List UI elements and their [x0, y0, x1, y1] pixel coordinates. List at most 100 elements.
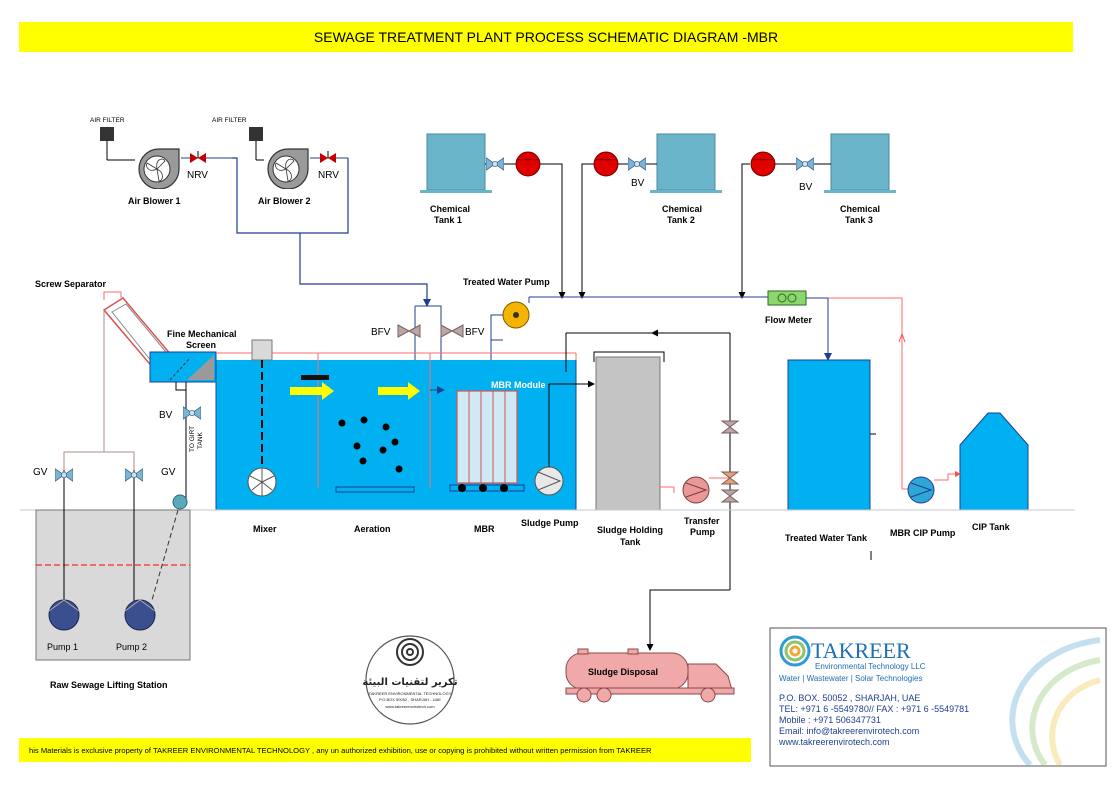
- company-tagline: Water | Wastewater | Solar Technologies: [779, 674, 922, 683]
- sludge-disposal-label: Sludge Disposal: [588, 667, 658, 677]
- company-card: [769, 627, 1107, 767]
- cip-tank: [959, 412, 1029, 511]
- chemical-tank-2-label-b: Tank 2: [667, 215, 695, 225]
- fine-screen-label-b: Screen: [186, 340, 216, 350]
- footer-disclaimer: his Materials is exclusive property of T…: [29, 746, 652, 755]
- nrv-2-label: NRV: [318, 170, 339, 181]
- stage-treated-water-tank-label: Treated Water Tank: [785, 533, 868, 543]
- company-address: P.O. BOX. 50052 , SHARJAH, UAE: [779, 693, 920, 703]
- company-mobile: Mobile : +971 506347731: [779, 715, 881, 725]
- chemical-tank-3-label-a: Chemical: [840, 204, 880, 214]
- company-email[interactable]: Email: info@takreerenvirotech.com: [779, 726, 919, 736]
- company-website[interactable]: www.takreerenvirotech.com: [778, 737, 890, 747]
- stage-cip-tank-label: CIP Tank: [972, 522, 1011, 532]
- company-card-swoosh: [1009, 637, 1101, 767]
- mbr-module-icon: [456, 390, 518, 484]
- aeration-bubbles: [338, 416, 403, 473]
- treated-water-tank: [787, 359, 871, 511]
- pump-1-icon: [48, 599, 80, 631]
- level-sensor-icon: [172, 494, 188, 510]
- chemical-3-valve-icon: [796, 157, 814, 171]
- chemical-tank-2: [656, 133, 716, 191]
- chemical-tank-1: [426, 133, 486, 191]
- gv-left-label: GV: [33, 467, 48, 478]
- mixer-motor-icon: [251, 339, 273, 361]
- air-filter-2-label: AIR FILTER: [212, 117, 247, 124]
- air-filter-2: [249, 127, 263, 141]
- flow-arrow-2-icon: [378, 382, 420, 400]
- stage-mbr-cip-pump-label: MBR CIP Pump: [890, 528, 956, 538]
- mbr-cip-pump-icon: [907, 476, 935, 504]
- air-blower-2-icon: [267, 148, 309, 189]
- bfv-right-label: BFV: [465, 327, 485, 338]
- chemical-tank-1-label-b: Tank 1: [434, 215, 462, 225]
- chemical-tank-3: [830, 133, 890, 191]
- air-filter-1: [100, 127, 114, 141]
- bfv-left-icon: [397, 324, 421, 338]
- screw-separator-label: Screw Separator: [35, 279, 107, 289]
- treated-water-pump-label: Treated Water Pump: [463, 277, 550, 287]
- bfv-left-label: BFV: [371, 327, 391, 338]
- dosing-pump-1-icon: [515, 151, 541, 177]
- stage-transfer-label-a: Transfer: [684, 516, 720, 526]
- fine-screen-label-a: Fine Mechanical: [167, 329, 237, 339]
- air-blower-1-icon: [138, 148, 180, 189]
- to-girt-tank-label-a: TO GIRT: [189, 426, 196, 452]
- stamp-arabic: تكرير لتقنيات البيئة: [362, 677, 457, 688]
- transfer-valve-3-icon: [720, 489, 740, 503]
- stamp-line-1: TAKREER ENVIRONMENTAL TECHNOLOGY: [369, 691, 452, 696]
- page-title: SEWAGE TREATMENT PLANT PROCESS SCHEMATIC…: [314, 29, 778, 45]
- stage-sludge-holding-label-a: Sludge Holding: [597, 525, 663, 535]
- to-girt-tank-label-b: TANK: [197, 431, 204, 449]
- company-subtitle: Environmental Technology LLC: [815, 662, 926, 671]
- air-blower-2-label: Air Blower 2: [258, 196, 311, 206]
- nrv-1-label: NRV: [187, 170, 208, 181]
- transfer-pump-icon: [682, 476, 710, 504]
- chemical-tank-1-label-a: Chemical: [430, 204, 470, 214]
- pump-2-label: Pump 2: [116, 642, 147, 652]
- stamp-line-3: www.takreerenvirotech.com: [385, 704, 435, 709]
- sludge-truck-icon: [565, 648, 735, 703]
- bv-screen-label: BV: [159, 410, 173, 421]
- air-blower-1-label: Air Blower 1: [128, 196, 181, 206]
- pump-1-label: Pump 1: [47, 642, 78, 652]
- dosing-pump-2-icon: [593, 151, 619, 177]
- flow-meter-label: Flow Meter: [765, 315, 813, 325]
- bv-chemical-3-label: BV: [799, 182, 813, 193]
- gv-right-label: GV: [161, 467, 176, 478]
- stage-aeration-label: Aeration: [354, 524, 391, 534]
- company-tel: TEL: +971 6 -5549780// FAX : +971 6 -554…: [779, 704, 969, 714]
- company-stamp: [365, 635, 455, 725]
- transfer-valve-2-icon: [720, 471, 740, 485]
- bv-chemical-2-label: BV: [631, 178, 645, 189]
- title-banner: [19, 22, 1073, 52]
- footer-banner: [19, 738, 751, 762]
- chemical-tank-2-label-a: Chemical: [662, 204, 702, 214]
- bfv-right-icon: [440, 324, 464, 338]
- level-indicator-icon: [301, 375, 329, 380]
- lifting-station-tank: [35, 509, 191, 661]
- company-name: TAKREER: [811, 638, 911, 663]
- chemical-2-valve-icon: [628, 157, 646, 171]
- flow-meter-icon: [767, 290, 807, 306]
- chemical-1-valve-icon: [486, 157, 504, 171]
- stage-sludge-holding-label-b: Tank: [620, 537, 641, 547]
- flow-arrow-1-icon: [290, 382, 334, 400]
- stage-sludge-pump-label: Sludge Pump: [521, 518, 579, 528]
- lifting-station-label: Raw Sewage Lifting Station: [50, 680, 168, 690]
- mbr-module-label: MBR Module: [491, 380, 546, 390]
- sludge-holding-tank: [595, 356, 661, 511]
- pump-2-icon: [124, 599, 156, 631]
- stage-transfer-label-b: Pump: [690, 527, 716, 537]
- stage-mixer-label: Mixer: [253, 524, 277, 534]
- bv-screen-valve-icon: [183, 406, 201, 420]
- stage-mbr-label: MBR: [474, 524, 495, 534]
- dosing-pump-3-icon: [750, 151, 776, 177]
- chemical-tank-3-label-b: Tank 3: [845, 215, 873, 225]
- takreer-logo-icon: [779, 635, 811, 667]
- air-filter-1-label: AIR FILTER: [90, 117, 125, 124]
- mbr-diffusers: [458, 484, 508, 492]
- stamp-line-2: P.O.BOX 50052 , SHARJAH - UAE: [379, 697, 441, 702]
- transfer-valve-1-icon: [720, 420, 740, 434]
